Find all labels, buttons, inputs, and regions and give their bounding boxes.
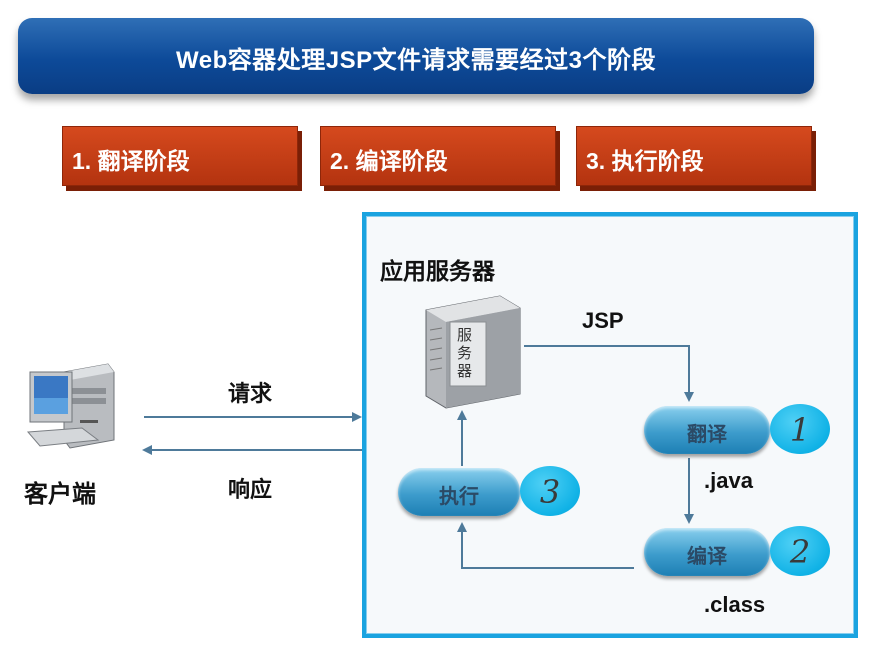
title-banner: Web容器处理JSP文件请求需要经过3个阶段: [18, 18, 814, 94]
phase-translate: 1. 翻译阶段: [62, 126, 298, 186]
step-translate-label: 翻译: [687, 424, 727, 446]
response-label: 响应: [228, 477, 273, 502]
step-number-1: 1: [789, 411, 811, 449]
java-label: .java: [704, 468, 753, 493]
phase-translate-label: 1. 翻译阶段: [72, 148, 190, 174]
step-number-badge-1: 1: [770, 404, 830, 454]
client-computer-icon: [26, 363, 115, 449]
server-label-char: 务: [457, 345, 473, 362]
request-arrow: [144, 412, 362, 422]
request-label: 请求: [228, 381, 273, 406]
class-label: .class: [704, 592, 766, 617]
step-number-badge-2: 2: [770, 526, 830, 576]
phase-execute: 3. 执行阶段: [576, 126, 812, 186]
step-compile-label: 编译: [687, 546, 727, 568]
jsp-label: JSP: [582, 308, 624, 333]
phase-compile-label: 2. 编译阶段: [330, 148, 448, 174]
phase-compile: 2. 编译阶段: [320, 126, 556, 186]
step-number-2: 2: [789, 533, 811, 571]
step-number-3: 3: [539, 473, 561, 511]
server-box-title: 应用服务器: [380, 258, 495, 284]
step-translate-pill: 翻译: [644, 406, 770, 454]
step-compile-pill: 编译: [644, 528, 770, 576]
step-number-badge-3: 3: [520, 466, 580, 516]
step-execute-pill: 执行: [398, 468, 520, 516]
banner-title: Web容器处理JSP文件请求需要经过3个阶段: [176, 47, 656, 74]
response-arrow: [142, 445, 362, 455]
phase-execute-label: 3. 执行阶段: [586, 148, 704, 174]
server-label-char: 服: [457, 327, 473, 344]
server-label-char: 器: [457, 363, 473, 380]
client-label: 客户端: [24, 481, 96, 508]
step-execute-label: 执行: [439, 486, 479, 508]
